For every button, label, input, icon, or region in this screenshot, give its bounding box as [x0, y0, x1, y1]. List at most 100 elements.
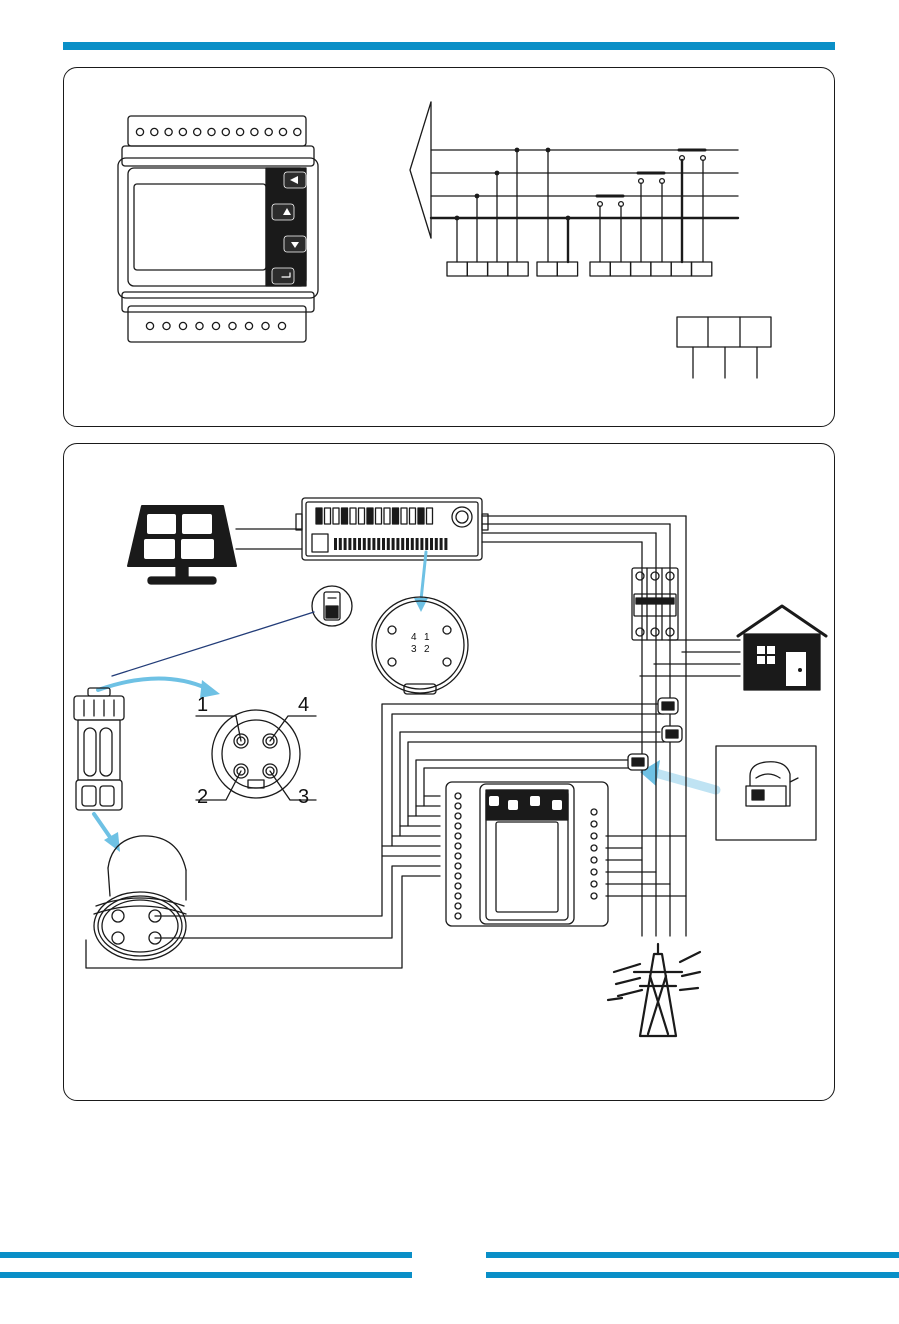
power-tower-icon [608, 944, 700, 1036]
port-pin-4: 4 [411, 632, 417, 643]
inverter-port [353, 538, 356, 550]
inverter-port [367, 508, 373, 524]
port-pin-2: 2 [424, 644, 430, 655]
round-connector-icon [94, 836, 186, 960]
inverter-port [358, 538, 361, 550]
terminal-hole [278, 322, 285, 329]
terminal-hole [136, 128, 143, 135]
meter-terminal [455, 913, 461, 919]
pin-callout-4: 4 [298, 694, 309, 716]
terminal-hole [237, 128, 244, 135]
terminal-hole [163, 322, 170, 329]
terminal-hole [265, 128, 272, 135]
terminal-hole [151, 128, 158, 135]
inverter-port [382, 538, 385, 550]
inverter-port [342, 508, 348, 524]
plug-detail-icon [112, 586, 352, 676]
meter-wiring-schematic [410, 102, 771, 378]
meter-terminal [591, 869, 597, 875]
terminal-block [651, 262, 671, 276]
meter-terminal [455, 853, 461, 859]
inverter-port [363, 538, 366, 550]
terminal-hole [212, 322, 219, 329]
meter-terminal [455, 843, 461, 849]
meter-terminal [455, 813, 461, 819]
terminal-block [671, 262, 691, 276]
inverter-port [420, 538, 423, 550]
pin-callout-3: 3 [298, 786, 309, 808]
inverter-port [359, 508, 365, 524]
inverter-port [344, 538, 347, 550]
inverter-port [410, 508, 416, 524]
meter-terminal [455, 793, 461, 799]
terminal-hole [165, 128, 172, 135]
meter-terminal [455, 803, 461, 809]
inverter-port [339, 538, 342, 550]
terminal-block [692, 262, 712, 276]
inverter-port [376, 508, 382, 524]
energy-meter-icon [118, 116, 318, 342]
terminal-block [467, 262, 487, 276]
port-pin-1: 1 [424, 632, 430, 643]
meter-terminal [591, 809, 597, 815]
terminal-block [590, 262, 610, 276]
inverter-port [435, 538, 438, 550]
terminal-block [447, 262, 467, 276]
inverter-port [416, 538, 419, 550]
terminal-hole [245, 322, 252, 329]
meter-terminal [455, 873, 461, 879]
meter-terminal [591, 881, 597, 887]
inverter-port [427, 508, 433, 524]
inverter-port [425, 538, 428, 550]
terminal-hole [146, 322, 153, 329]
terminal-block [508, 262, 528, 276]
inverter-port [387, 538, 390, 550]
inverter-port [411, 538, 414, 550]
meter-terminal [591, 893, 597, 899]
terminal-block [631, 262, 651, 276]
meter-terminal [455, 823, 461, 829]
terminal-hole [251, 128, 258, 135]
terminal-hole [179, 322, 186, 329]
terminal-block [557, 262, 577, 276]
house-icon [738, 606, 826, 690]
terminal-hole [229, 322, 236, 329]
terminal-block [537, 262, 557, 276]
meter-terminal [591, 821, 597, 827]
inverter-icon [296, 498, 686, 560]
lower-energy-meter-icon [446, 782, 686, 926]
meter-terminal [455, 863, 461, 869]
inverter-port [444, 538, 447, 550]
inverter-port [368, 538, 371, 550]
terminal-hole [208, 128, 215, 135]
terminal-block [488, 262, 508, 276]
inverter-port [418, 508, 424, 524]
solar-panel-icon [128, 506, 302, 584]
inverter-port [334, 538, 337, 550]
meter-terminal [455, 833, 461, 839]
communication-wiring [86, 704, 664, 968]
inverter-port [333, 508, 339, 524]
meter-terminal [455, 883, 461, 889]
terminal-hole [179, 128, 186, 135]
meter-terminal [591, 833, 597, 839]
terminal-hole [222, 128, 229, 135]
terminal-block [610, 262, 630, 276]
ct-clamps [628, 698, 682, 770]
terminal-hole [194, 128, 201, 135]
terminal-hole [196, 322, 203, 329]
breaker-icon [632, 568, 678, 640]
inverter-port [401, 508, 407, 524]
meter-terminal [591, 857, 597, 863]
connector-plug-icon [74, 688, 124, 810]
meter-terminal [455, 893, 461, 899]
grid-lines [640, 516, 740, 936]
inverter-port [440, 538, 443, 550]
inverter-port [350, 508, 356, 524]
inverter-port [348, 538, 351, 550]
meter-terminal [455, 903, 461, 909]
ct-clamp-icon [716, 746, 816, 840]
meter-terminal [591, 845, 597, 851]
inverter-port [384, 508, 390, 524]
